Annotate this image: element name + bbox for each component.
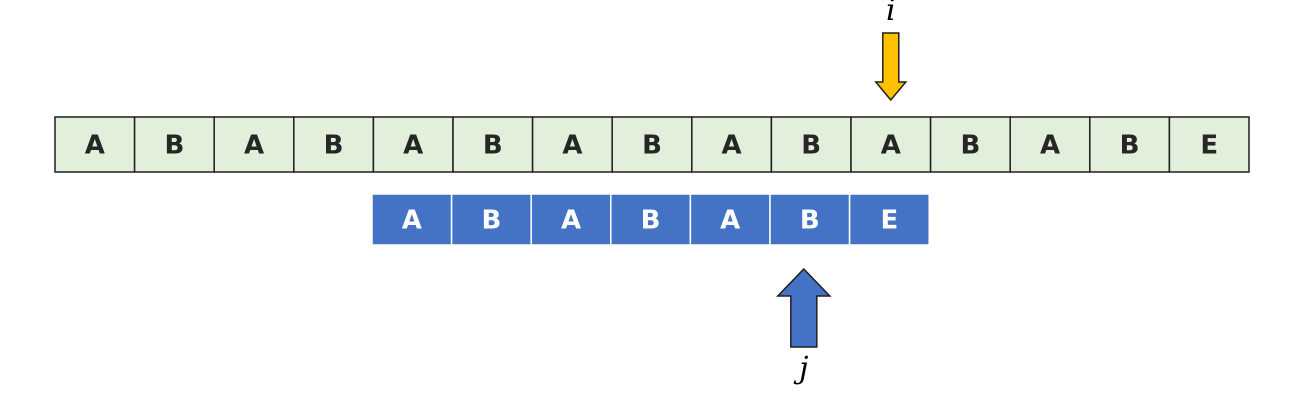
pattern-row-cell-letter: B <box>641 206 661 236</box>
text-row-cell: A <box>372 116 454 173</box>
text-row-cell-letter: A <box>881 131 901 161</box>
text-row-cell-box <box>133 116 215 173</box>
pattern-row-cell-letter: B <box>800 206 820 236</box>
text-row-cell-letter: B <box>324 131 344 161</box>
pattern-row-cell-letter: B <box>481 206 501 236</box>
text-row-cell-letter: B <box>801 131 821 161</box>
text-row-cell-box <box>691 116 773 173</box>
text-row-cell: B <box>770 116 852 173</box>
text-row-cell-box <box>213 116 295 173</box>
text-row-cell-box <box>1009 116 1091 173</box>
text-row-cell-letter: A <box>403 131 423 161</box>
pattern-row-cell: B <box>769 193 851 246</box>
pattern-row-cell-box <box>371 193 453 246</box>
text-row-cell-box <box>531 116 613 173</box>
pattern-row-cell-box <box>689 193 771 246</box>
pattern-row-cell: E <box>848 193 930 246</box>
text-row-cell-letter: B <box>164 131 184 161</box>
text-row-cell: A <box>54 116 136 173</box>
pattern-row-cell-letter: A <box>720 206 740 236</box>
pattern-row-cell-box <box>450 193 532 246</box>
pattern-row-cell: A <box>530 193 612 246</box>
text-row-cell-letter: A <box>244 131 264 161</box>
pattern-row-cell-box <box>769 193 851 246</box>
text-row-cell-letter: B <box>1120 131 1140 161</box>
text-row-cell-letter: A <box>562 131 582 161</box>
pattern-row-cell-letter: E <box>881 206 899 236</box>
text-row-cell: B <box>452 116 534 173</box>
text-row-cell: B <box>133 116 215 173</box>
pattern-row-cell-box <box>530 193 612 246</box>
pattern-row-cell: A <box>689 193 771 246</box>
j-pointer-label: j <box>793 351 808 386</box>
text-row-cell: A <box>691 116 773 173</box>
i-pointer-label: i <box>886 0 896 28</box>
text-row-cell: B <box>929 116 1011 173</box>
j-pointer: j <box>776 267 832 386</box>
text-row-cell-box <box>54 116 136 173</box>
text-row-cell-box <box>770 116 852 173</box>
pattern-row-cell-box <box>610 193 692 246</box>
text-row-cell-letter: B <box>642 131 662 161</box>
text-row-cell-box <box>1168 116 1250 173</box>
i-pointer: i <box>874 0 908 102</box>
text-row-cell-letter: A <box>722 131 742 161</box>
text-row-cell-box <box>611 116 693 173</box>
text-row-cell: B <box>611 116 693 173</box>
pattern-row-cell-letter: A <box>402 206 422 236</box>
text-row-cell: A <box>850 116 932 173</box>
pattern-row-cell: B <box>450 193 532 246</box>
pattern-row-cell: B <box>610 193 692 246</box>
text-row-cell: B <box>1089 116 1171 173</box>
text-row-cell-box <box>372 116 454 173</box>
pattern-row-cell-letter: A <box>561 206 581 236</box>
text-row-cell-letter: E <box>1200 131 1218 161</box>
text-row-cell: E <box>1168 116 1250 173</box>
pattern-row-cell-box <box>848 193 930 246</box>
text-row-cell-letter: B <box>960 131 980 161</box>
i-pointer-arrow-icon <box>874 32 908 102</box>
text-row-cell-box <box>1089 116 1171 173</box>
text-row-cell-box <box>929 116 1011 173</box>
text-row-cell-letter: A <box>85 131 105 161</box>
text-row-cell: A <box>1009 116 1091 173</box>
pattern-row-cell: A <box>371 193 453 246</box>
text-row-cell: A <box>213 116 295 173</box>
text-row-cell-letter: A <box>1040 131 1060 161</box>
text-row-cell-box <box>452 116 534 173</box>
text-row-cell: B <box>293 116 375 173</box>
j-pointer-arrow-icon <box>776 267 832 348</box>
text-row-cell-letter: B <box>483 131 503 161</box>
text-row-cell: A <box>531 116 613 173</box>
